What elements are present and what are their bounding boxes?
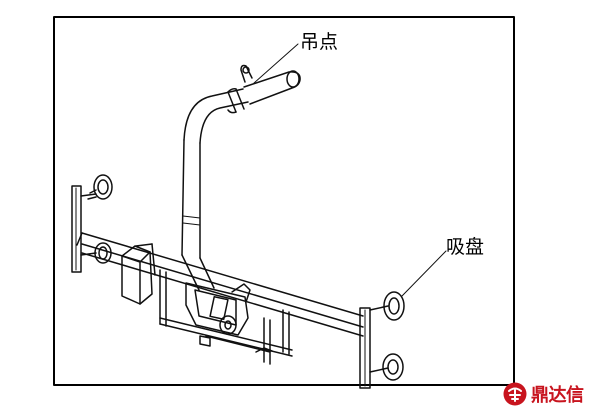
brand-logo-icon (503, 382, 527, 406)
lifting-arm (181, 64, 301, 291)
central-mechanism (185, 282, 251, 347)
suction-cup-leader-line (401, 250, 447, 297)
suction-cup-left-upper (87, 174, 113, 200)
left-end-post (71, 185, 97, 273)
suction-cup-right-upper (383, 291, 405, 321)
suction-cup-right-lower (382, 353, 404, 381)
watermark-text: 鼎达信 (531, 385, 584, 406)
suction-cup-left-lower (94, 242, 112, 264)
figure-border (53, 16, 515, 386)
watermark: 鼎达信 (502, 381, 584, 407)
counterweight-block (121, 243, 156, 305)
hoist-point-leader-line (253, 43, 299, 84)
suction-cup-label: 吸盘 (446, 236, 485, 258)
hoist-point-label: 吊点 (300, 31, 339, 53)
right-end-post (359, 305, 389, 389)
lower-chassis (159, 269, 293, 365)
